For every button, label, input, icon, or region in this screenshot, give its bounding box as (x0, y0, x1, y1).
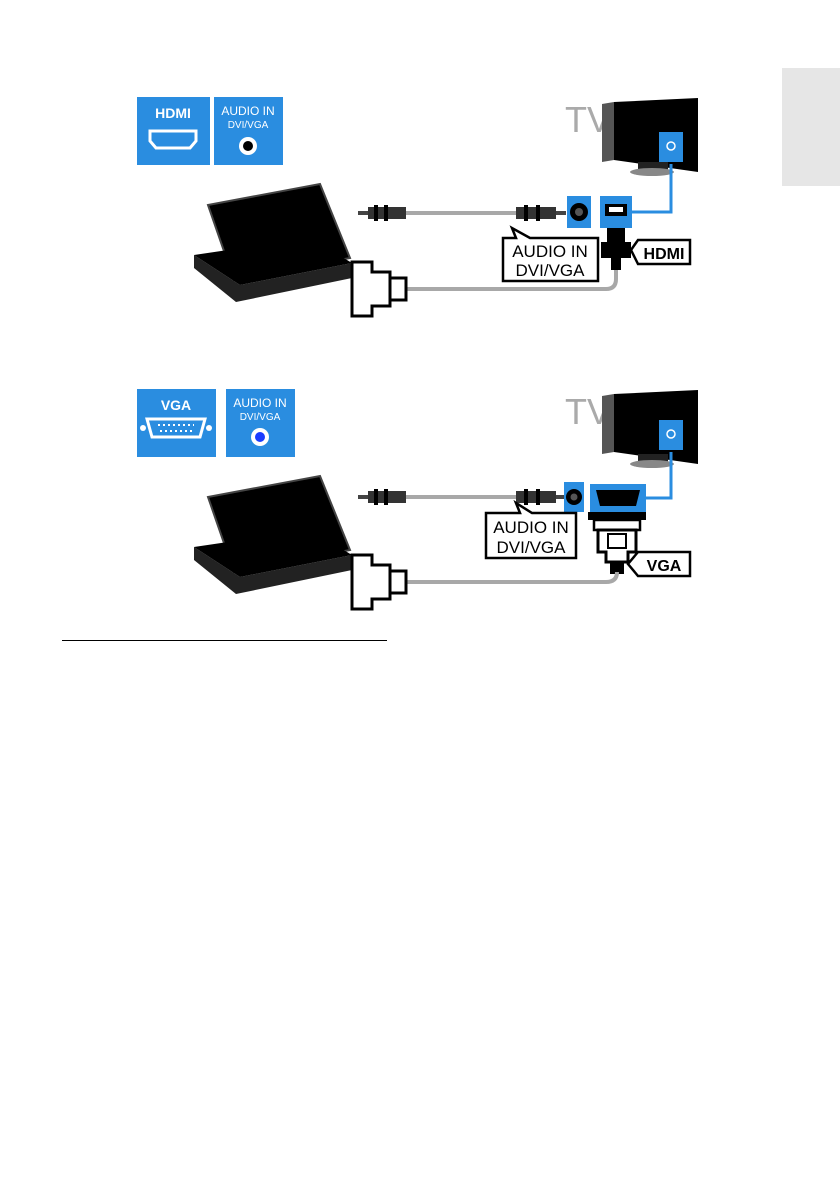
dvi-plug (352, 262, 406, 316)
vga-connection-diagram: VGA AUDIO IN DVI/VGA TV (0, 372, 840, 642)
hdmi-connection-diagram: HDMI AUDIO IN DVI/VGA TV (0, 80, 840, 350)
laptop-icon (194, 476, 352, 594)
laptop-icon (194, 184, 352, 302)
hdmi-port-icon: HDMI (137, 97, 210, 165)
hdmi-callout: HDMI (631, 240, 690, 264)
vga-callout: VGA (628, 552, 690, 576)
video-cable (405, 572, 617, 582)
hdmi-callout-label: HDMI (644, 246, 685, 263)
audio-callout: AUDIO IN DVI/VGA (486, 503, 576, 558)
audio-callout-line2: DVI/VGA (516, 261, 586, 280)
hdmi-icon-label: HDMI (155, 105, 191, 121)
audio-icon-label-line1: AUDIO IN (221, 104, 274, 118)
vga-callout-label: VGA (647, 558, 682, 575)
dvi-plug (352, 555, 406, 609)
audio-icon-label-line2: DVI/VGA (240, 412, 281, 423)
vga-port-icon: VGA (137, 389, 216, 457)
tv-icon (602, 98, 698, 176)
section-divider (62, 640, 387, 641)
tv-port-highlight (659, 420, 683, 450)
tv-port-highlight (659, 132, 683, 162)
audio-in-port-icon: AUDIO IN DVI/VGA (214, 97, 283, 165)
audio-icon-label-line2: DVI/VGA (228, 120, 269, 131)
hdmi-plug (601, 228, 631, 270)
audio-callout-line2: DVI/VGA (497, 538, 567, 557)
audio-plug-right (516, 489, 564, 505)
audio-plug-right (516, 205, 566, 221)
audio-icon-label-line1: AUDIO IN (233, 396, 286, 410)
vga-icon-label: VGA (161, 397, 191, 413)
audio-plug-left (358, 489, 406, 505)
audio-plug-left (358, 205, 406, 221)
audio-callout-line1: AUDIO IN (512, 242, 588, 261)
audio-callout: AUDIO IN DVI/VGA (503, 228, 598, 281)
audio-callout-line1: AUDIO IN (493, 518, 569, 537)
audio-in-port-icon: AUDIO IN DVI/VGA (226, 389, 295, 457)
tv-icon (602, 390, 698, 468)
